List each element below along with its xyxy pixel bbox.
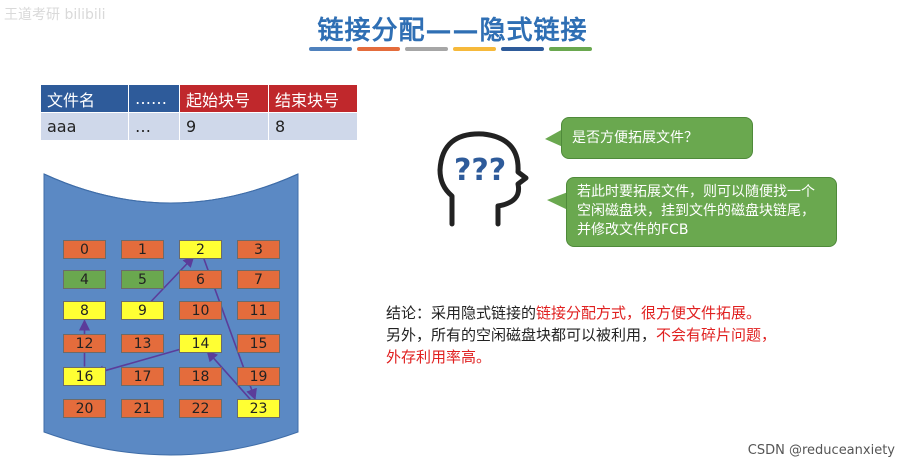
bubble-question-tail (545, 129, 563, 147)
disk-block-19: 19 (237, 367, 280, 386)
title-bar-4 (501, 47, 544, 51)
disk-block-12: 12 (63, 334, 106, 353)
conclusion-line-3: 外存利用率高。 (386, 346, 856, 368)
fcb-table: 文件名 …… 起始块号 结束块号 aaa … 9 8 (40, 84, 358, 141)
disk-block-0: 0 (63, 240, 106, 259)
disk-block-5: 5 (121, 270, 164, 289)
disk-block-14: 14 (179, 334, 222, 353)
svg-text:???: ??? (454, 153, 506, 188)
title-bar-0 (309, 47, 352, 51)
top-left-watermark: 王道考研 bilibili (4, 7, 106, 23)
conclusion-part-1a: 结论：采用隐式链接的 (386, 304, 537, 322)
chain-arrow-14-to-16 (93, 345, 192, 377)
disk-block-11: 11 (237, 301, 280, 320)
disk-block-4: 4 (63, 270, 106, 289)
chain-arrow-9-to-2 (148, 255, 195, 304)
fcb-header-start-block: 起始块号 (179, 84, 269, 113)
disk-block-20: 20 (63, 399, 106, 418)
fcb-header-row: 文件名 …… 起始块号 结束块号 (40, 84, 358, 113)
disk-block-6: 6 (179, 270, 222, 289)
disk-block-16: 16 (63, 367, 106, 386)
conclusion-part-1b: 链接分配方式，很方便文件拓展。 (536, 304, 762, 322)
conclusion-line-1: 结论：采用隐式链接的链接分配方式，很方便文件拓展。 (386, 302, 856, 324)
fcb-data-row: aaa … 9 8 (40, 112, 358, 141)
fcb-cell-start-block: 9 (179, 112, 269, 141)
conclusion-part-2a: 另外，所有的空闲磁盘块都可以被利用， (386, 326, 657, 344)
chain-arrow-23-to-14 (206, 350, 253, 402)
title-bar-1 (357, 47, 400, 51)
fcb-header-end-block: 结束块号 (268, 84, 358, 113)
disk-block-10: 10 (179, 301, 222, 320)
fcb-cell-end-block: 8 (268, 112, 358, 141)
csdn-watermark: CSDN @reduceanxiety (747, 443, 895, 458)
answer-bubble: 若此时要拓展文件，则可以随便找一个空闲磁盘块，挂到文件的磁盘块链尾，并修改文件的… (566, 177, 837, 247)
disk-block-9: 9 (121, 301, 164, 320)
title-bar-5 (549, 47, 592, 51)
title-bar-2 (405, 47, 448, 51)
conclusion-part-2b: 不会有碎片问题， (656, 326, 777, 344)
disk-block-18: 18 (179, 367, 222, 386)
disk-block-21: 21 (121, 399, 164, 418)
disk-block-13: 13 (121, 334, 164, 353)
conclusion-part-2c: 外存利用率高。 (386, 348, 492, 366)
fcb-cell-filename: aaa (40, 112, 129, 141)
question-bubble: 是否方便拓展文件？ (561, 117, 753, 159)
slide-title: 链接分配——隐式链接 (317, 16, 588, 46)
disk-block-22: 22 (179, 399, 222, 418)
conclusion-line-2: 另外，所有的空闲磁盘块都可以被利用，不会有碎片问题， (386, 324, 856, 346)
disk-block-7: 7 (237, 270, 280, 289)
disk-block-1: 1 (121, 240, 164, 259)
disk-block-23: 23 (237, 399, 280, 418)
disk-block-8: 8 (63, 301, 106, 320)
disk-block-2: 2 (179, 240, 222, 259)
title-bar-3 (453, 47, 496, 51)
thinking-head-icon: ??? (437, 131, 529, 227)
disk-top-curve (43, 173, 299, 204)
fcb-header-filename: 文件名 (40, 84, 129, 113)
disk-block-3: 3 (237, 240, 280, 259)
fcb-header-ellipsis: …… (128, 84, 180, 113)
conclusion-text: 结论：采用隐式链接的链接分配方式，很方便文件拓展。 另外，所有的空闲磁盘块都可以… (386, 302, 856, 368)
disk-block-17: 17 (121, 367, 164, 386)
bubble-answer-tail (547, 192, 568, 210)
disk-block-15: 15 (237, 334, 280, 353)
fcb-cell-ellipsis: … (128, 112, 180, 141)
